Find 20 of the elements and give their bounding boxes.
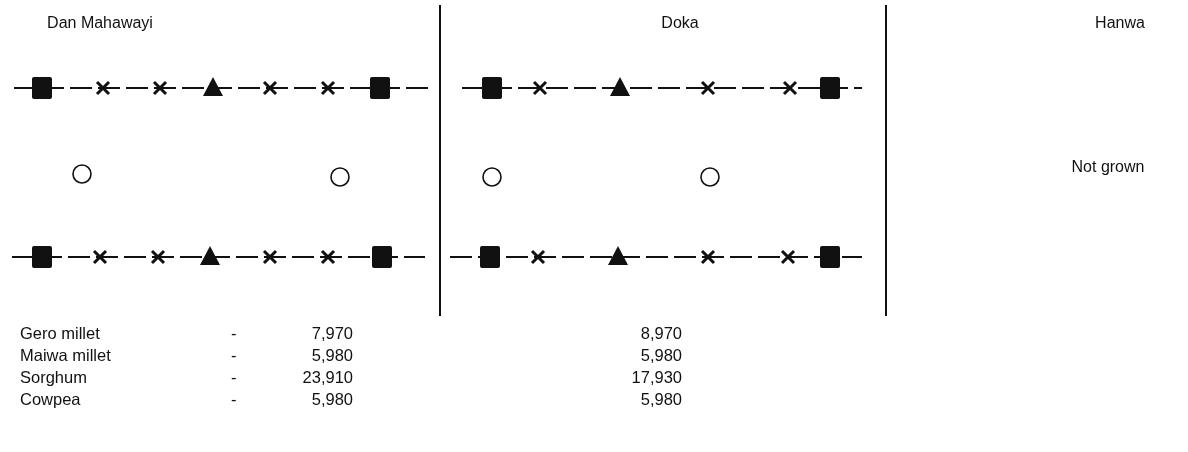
crop-name: Cowpea [20,390,81,409]
yield-value: 5,980 [311,346,353,365]
yield-value: 5,980 [311,390,353,409]
yield-value: 7,970 [311,324,353,343]
yield-value: 8,970 [640,324,682,343]
yield-value: 23,910 [302,368,353,387]
separator-dash: - [231,346,237,365]
crop-name: Sorghum [20,368,87,387]
column-heading: Hanwa [1095,14,1145,32]
crop-name: Maiwa millet [20,346,111,365]
column-heading: Doka [661,14,699,32]
column-heading: Dan Mahawayi [47,14,153,32]
separator-dash: - [231,390,237,409]
yield-value: 17,930 [631,368,682,387]
crop-name: Gero millet [20,324,100,343]
separator-dash: - [231,324,237,343]
yield-value: 5,980 [640,346,682,365]
yield-value: 5,980 [640,390,682,409]
separator-dash: - [231,368,237,387]
note-text: Not grown [1071,158,1145,176]
